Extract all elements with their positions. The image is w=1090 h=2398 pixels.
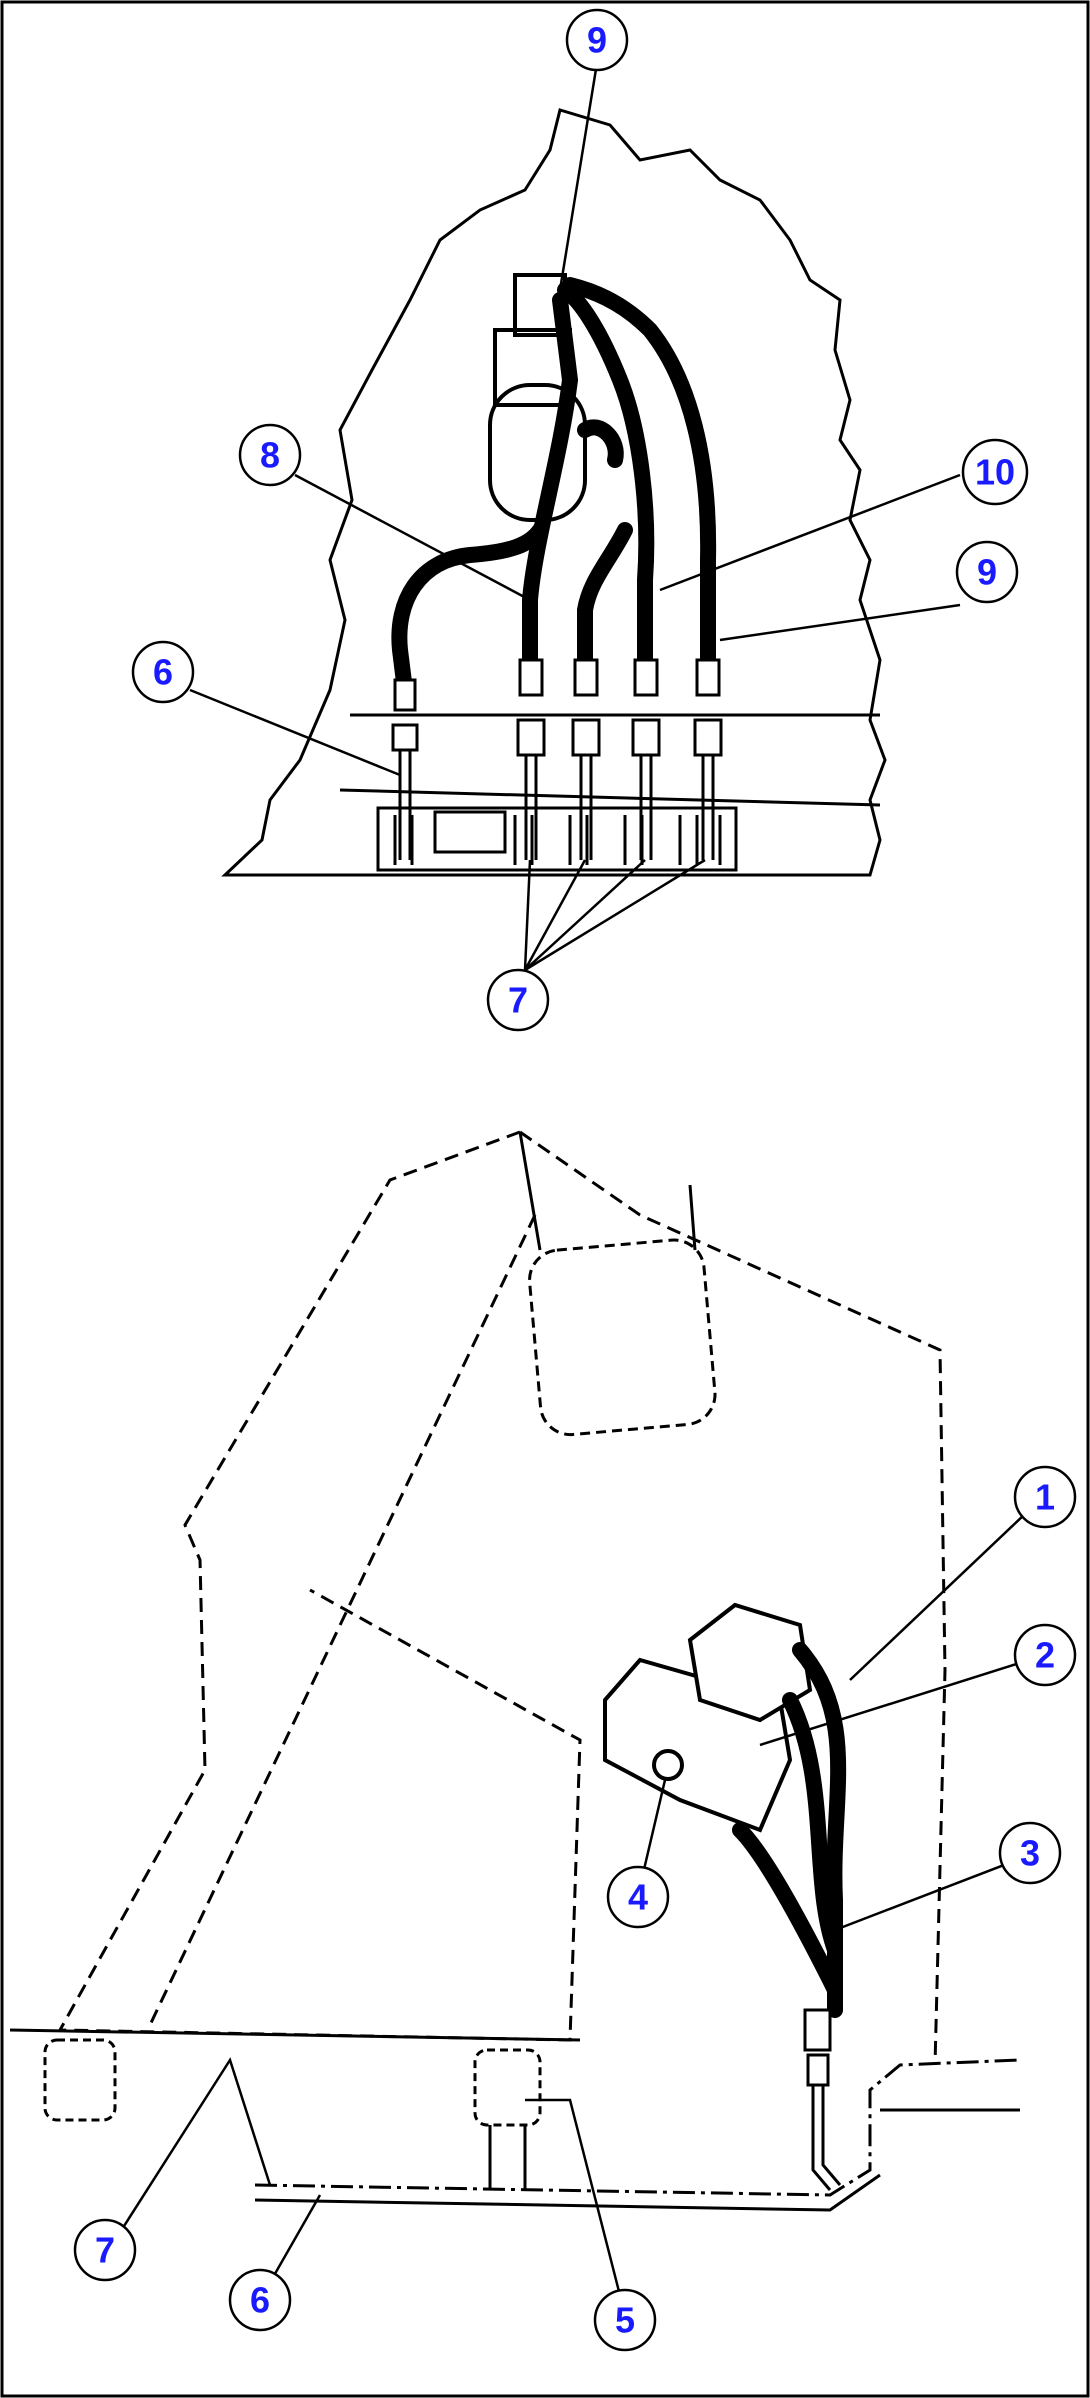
leader-top-6 (189, 688, 401, 777)
callout-bot-6: 6 (228, 2268, 292, 2332)
leader-top-8 (294, 473, 531, 602)
fittings-top (391, 658, 723, 757)
callout-label: 10 (975, 452, 1015, 493)
bottom-side-view (9, 1130, 1046, 2316)
callout-label: 6 (153, 652, 173, 693)
valve-top-block (687, 1602, 813, 1723)
callout-bot-5: 5 (593, 2288, 657, 2352)
leader-top-7d (524, 858, 706, 972)
hoses-top (391, 277, 717, 698)
leader-top-7b (523, 859, 587, 971)
callout-bot-4: 4 (606, 1865, 670, 1929)
tube-bottom-2 (821, 2085, 842, 2186)
pad-left (43, 2038, 117, 2122)
callout-label: 6 (250, 2280, 270, 2321)
leader-bot-1 (849, 1494, 1046, 1681)
top-detail-view (189, 62, 961, 972)
callout-label: 4 (628, 1877, 648, 1918)
leader-top-10 (659, 473, 961, 592)
cutaway-outline (221, 108, 887, 877)
leader-bot-2 (759, 1653, 1046, 1747)
manifold-center-box (433, 810, 507, 854)
callout-bot-3: 3 (998, 1821, 1062, 1885)
callout-label: 7 (508, 980, 528, 1021)
pillar-line-left (518, 1131, 542, 1251)
leader-top-9a (558, 62, 599, 291)
leader-top-9b (719, 603, 961, 642)
callout-bot-1: 1 (1013, 1465, 1077, 1529)
callout-label: 8 (260, 435, 280, 476)
pad-center (473, 2048, 542, 2127)
pillar-line-right (688, 1184, 697, 1251)
tubes-top (398, 750, 715, 860)
callout-bot-7: 7 (73, 2218, 137, 2282)
frame-rail-lower (254, 2173, 881, 2212)
callout-label: 9 (587, 20, 607, 61)
callout-label: 5 (615, 2300, 635, 2341)
callout-label: 2 (1035, 1635, 1055, 1676)
frame-rail (254, 2058, 1021, 2197)
tube-bottom (811, 2085, 832, 2191)
leader-bot-7 (108, 2057, 272, 2249)
callout-bot-2: 2 (1013, 1623, 1077, 1687)
callout-top-7: 7 (486, 968, 550, 1032)
cab-window (528, 1238, 717, 1437)
manifold-block (376, 806, 738, 872)
callout-label: 7 (95, 2230, 115, 2271)
manifold-ribs (393, 815, 722, 865)
callout-top-9b: 9 (955, 540, 1019, 604)
callout-top-8: 8 (238, 423, 302, 487)
valve-bolt (652, 1749, 684, 1781)
callout-label: 3 (1020, 1833, 1040, 1874)
callout-label: 1 (1035, 1477, 1055, 1518)
callout-top-10: 10 (961, 438, 1029, 506)
cab-diagonal (148, 1214, 537, 2026)
floor-line (9, 2028, 581, 2042)
frame-line-middle (339, 788, 881, 807)
fitting-bottom (803, 2008, 832, 2052)
leader-bot-5 (525, 2098, 627, 2316)
leader-bot-3 (834, 1853, 1031, 1932)
callout-label: 9 (977, 552, 997, 593)
callout-top-9a: 9 (565, 8, 629, 72)
callout-top-6: 6 (131, 640, 195, 704)
cab-upper-edge (519, 1130, 947, 2066)
cab-outline (57, 1130, 582, 2042)
leader-top-7a (523, 859, 532, 971)
leader-top-7c (524, 859, 646, 971)
fitting-bottom-lower (806, 2053, 830, 2087)
